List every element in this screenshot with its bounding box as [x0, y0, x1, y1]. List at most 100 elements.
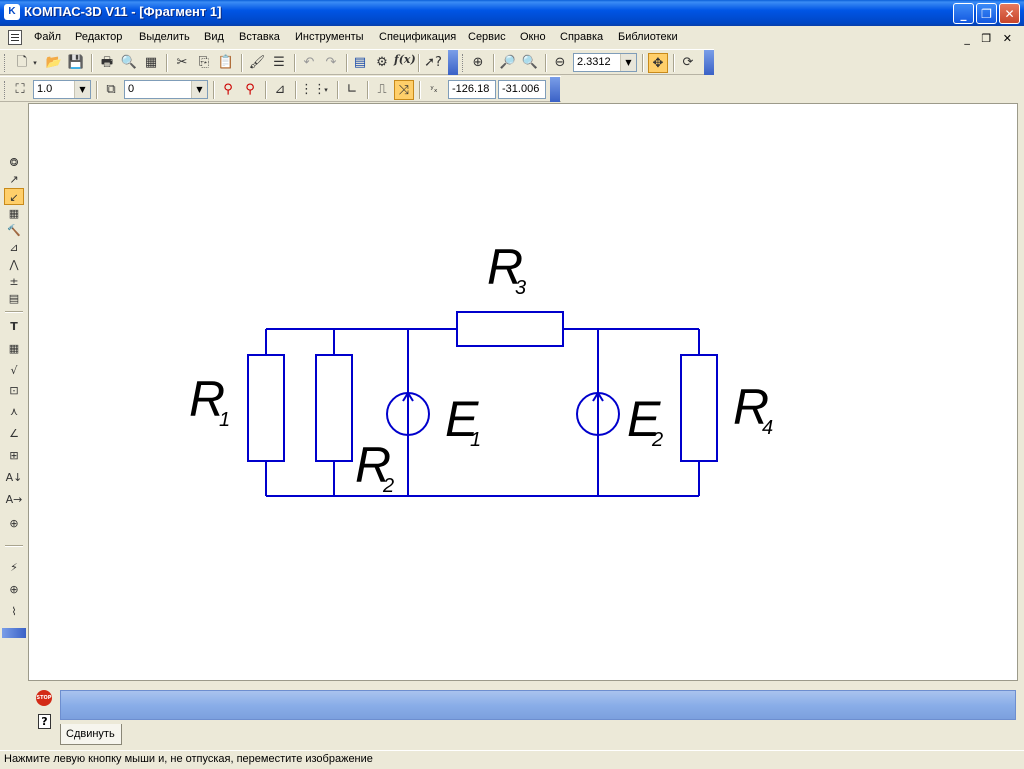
coord-x-field[interactable]: -126.18 — [448, 80, 496, 99]
section-line-icon[interactable]: A→ — [5, 493, 23, 506]
mdi-window-controls[interactable]: _ ❐ ✕ — [964, 32, 1016, 45]
resistor-r4[interactable] — [680, 354, 718, 462]
menu-tools[interactable]: Инструменты — [295, 31, 364, 43]
new-dropdown-icon[interactable]: ▾ — [33, 59, 37, 67]
minimize-button[interactable]: _ — [953, 3, 974, 24]
parametric-mode-icon[interactable]: ⤨ — [394, 80, 414, 100]
base-mark-icon[interactable]: ⊡ — [9, 384, 19, 397]
coord-y-field[interactable]: -31.006 — [498, 80, 546, 99]
new-document-icon[interactable]: 🗋 — [16, 55, 28, 70]
refresh-view-icon[interactable]: ⟳ — [682, 55, 694, 70]
document-menu-icon[interactable] — [8, 30, 22, 45]
zoom-scale-icon[interactable]: ⊖ — [554, 55, 566, 70]
orthogonal-mode-icon[interactable]: ∟ — [346, 82, 358, 97]
close-button[interactable]: ✕ — [999, 3, 1020, 24]
properties-list-icon[interactable]: ☰ — [273, 55, 285, 70]
cursor-step-combo[interactable]: 1.0 ▼ — [33, 80, 91, 99]
position-mark-icon[interactable]: ∠ — [9, 427, 19, 440]
toolbar-end-handle[interactable] — [448, 50, 458, 75]
toolbar-end-handle[interactable] — [704, 50, 714, 75]
restore-button[interactable]: ❐ — [976, 3, 997, 24]
menu-service[interactable]: Сервис — [468, 31, 506, 43]
window-title: КОМПАС-3D V11 - [Фрагмент 1] — [24, 4, 222, 19]
menu-view[interactable]: Вид — [204, 31, 224, 43]
menu-select[interactable]: Выделить — [139, 31, 190, 43]
geometry-icon[interactable]: ⭗ — [9, 156, 19, 169]
grid-dropdown-icon[interactable]: ▾ — [324, 86, 328, 94]
zoom-scale-combo[interactable]: 2.3312 ▼ — [573, 53, 637, 72]
parametrization-icon[interactable]: 🔨 — [7, 224, 21, 237]
menu-specification[interactable]: Спецификация — [379, 31, 457, 43]
toolbar-grip[interactable] — [462, 54, 466, 72]
toolbar-end-handle[interactable] — [2, 628, 26, 638]
table-icon[interactable]: ▦ — [8, 342, 20, 355]
cursor-step-icon[interactable]: ⛶ — [15, 82, 25, 97]
function-icon[interactable]: f(x) — [394, 53, 416, 66]
zoom-in-icon[interactable]: 🔎 — [499, 55, 517, 70]
pan-icon[interactable]: ✥ — [648, 53, 668, 73]
associative-views-icon[interactable]: ± — [9, 275, 19, 288]
menu-window[interactable]: Окно — [520, 31, 546, 43]
zoom-out-icon[interactable]: 🔍 — [521, 55, 539, 70]
drawing-canvas[interactable]: R 3 R 1 R 2 E 1 E 2 R 4 — [28, 103, 1018, 681]
tolerance-icon[interactable]: ⊞ — [9, 449, 19, 462]
spec-icon[interactable]: ▤ — [8, 292, 20, 305]
undo-icon[interactable]: ↶ — [303, 55, 315, 70]
local-cs-icon[interactable]: ⊿ — [274, 82, 286, 97]
redo-icon[interactable]: ↷ — [325, 55, 337, 70]
toolbar-grip[interactable] — [4, 54, 8, 72]
menu-help[interactable]: Справка — [560, 31, 604, 43]
menu-insert[interactable]: Вставка — [239, 31, 280, 43]
resistor-r1[interactable] — [247, 354, 285, 462]
toolbar-grip[interactable] — [4, 81, 8, 99]
print-icon[interactable]: 🖶 — [100, 55, 114, 70]
paste-icon[interactable]: 📋 — [217, 55, 235, 70]
format-painter-icon[interactable]: 🖌 — [248, 55, 266, 70]
save-icon[interactable]: 💾 — [67, 55, 85, 70]
layers-icon[interactable]: ⧉ — [106, 82, 116, 97]
variables-icon[interactable]: ⚙ — [376, 55, 388, 70]
chevron-down-icon[interactable]: ▼ — [620, 54, 636, 71]
chevron-down-icon[interactable]: ▼ — [74, 81, 90, 98]
tab-pan[interactable]: Сдвинуть — [60, 724, 122, 745]
menu-file[interactable]: Файл — [34, 31, 62, 43]
label-r2-sub: 2 — [382, 475, 394, 497]
text-icon[interactable]: T — [10, 320, 18, 333]
resistor-r2[interactable] — [315, 354, 353, 462]
menu-editor[interactable]: Редактор — [75, 31, 123, 43]
open-folder-icon[interactable]: 📂 — [45, 55, 63, 70]
zoom-window-icon[interactable]: ⊕ — [472, 55, 484, 70]
title-bar[interactable]: K КОМПАС-3D V11 - [Фрагмент 1] _ ❐ ✕ — [0, 0, 1024, 26]
editing-icon[interactable]: ▦ — [8, 207, 20, 220]
dimensions-icon[interactable]: ↗ — [9, 173, 19, 186]
roughness-icon[interactable]: √ — [10, 364, 18, 377]
selection-icon[interactable]: ⋀ — [9, 258, 19, 271]
manager-icon[interactable]: ▤ — [353, 55, 367, 70]
measurements-icon[interactable]: ⊿ — [9, 241, 19, 254]
round-mode-icon[interactable]: ⎍ — [377, 82, 387, 97]
snap-settings-icon[interactable]: ⚲ — [223, 82, 233, 97]
grid-icon[interactable]: ⋮⋮ — [300, 82, 326, 97]
wave-line-icon[interactable]: ⌇ — [11, 605, 17, 618]
designations-icon[interactable]: ↙ — [4, 188, 24, 205]
break-line-icon[interactable]: ⚡ — [10, 561, 18, 574]
cut-icon[interactable]: ✂ — [176, 55, 188, 70]
axis-icon[interactable]: ⊕ — [9, 583, 19, 596]
context-help-icon[interactable]: ➚? — [424, 55, 442, 70]
center-mark-icon[interactable]: ⊕ — [9, 517, 19, 530]
help-icon[interactable]: ? — [38, 714, 51, 729]
current-layer-combo[interactable]: 0 ▼ — [124, 80, 208, 99]
menu-libraries[interactable]: Библиотеки — [618, 31, 678, 43]
chevron-down-icon[interactable]: ▼ — [191, 81, 207, 98]
snap-local-icon[interactable]: ⚲ — [245, 82, 255, 97]
toolbar-end-handle[interactable] — [550, 77, 560, 102]
resistor-r3[interactable] — [456, 311, 564, 347]
stop-icon[interactable]: STOP — [36, 690, 52, 706]
view-arrow-icon[interactable]: A↓ — [5, 471, 23, 484]
leader-icon[interactable]: ⋏ — [9, 405, 19, 418]
kompas-app-icon[interactable]: K — [4, 4, 20, 20]
toolbar-separator — [5, 311, 23, 313]
document-properties-icon[interactable]: ▦ — [144, 55, 158, 70]
copy-icon[interactable]: ⎘ — [198, 55, 210, 70]
print-preview-icon[interactable]: 🔍 — [120, 55, 138, 70]
